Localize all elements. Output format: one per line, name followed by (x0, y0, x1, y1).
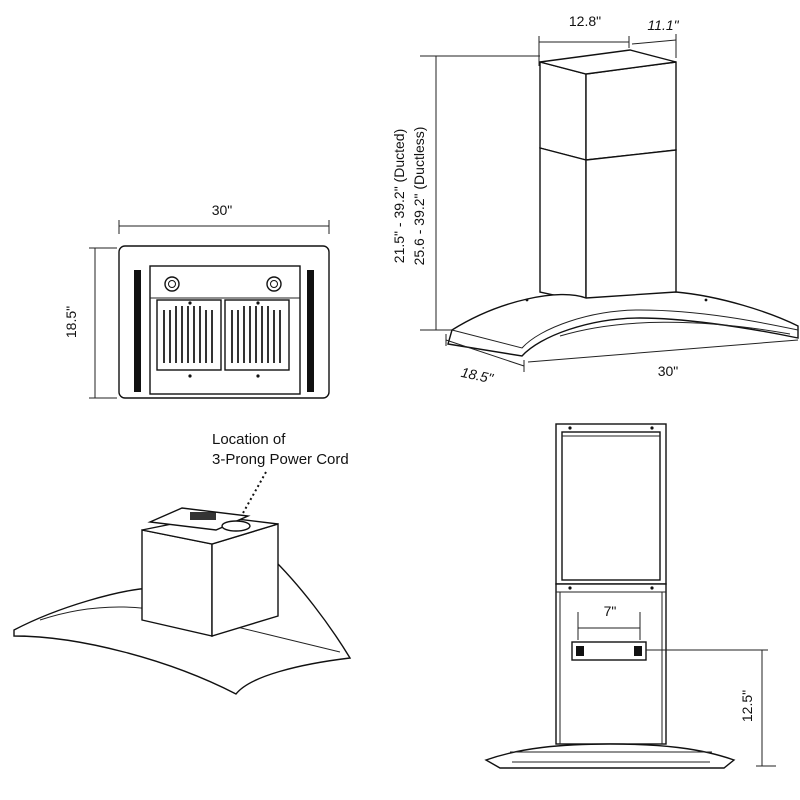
power-cord-leader (237, 471, 267, 523)
power-cord-outlet-icon (221, 520, 251, 532)
power-cord-note-line1: Location of (212, 431, 286, 448)
chimney-depth-label: 11.1" (647, 17, 679, 33)
underside-view: 30" 18.5" (63, 202, 330, 399)
light-right-icon (266, 276, 282, 292)
mounting-bracket (571, 641, 647, 661)
bracket-height-label: 12.5" (739, 690, 755, 722)
height-ducted-label: 21.5" - 39.2" (Ducted) (391, 129, 407, 263)
back-view: 7" 12.5" (484, 423, 776, 769)
underside-depth-label: 18.5" (63, 306, 79, 338)
hood-depth-label: 18.5" (460, 364, 496, 387)
top-perspective-view: Location of 3-Prong Power Cord (13, 431, 352, 695)
side-perspective-view: 12.8" 11.1" 21.5" - 39.2" (Ducted) 25.6 … (391, 13, 799, 387)
height-ductless-label: 25.6 - 39.2" (Ductless) (411, 127, 427, 266)
chimney-width-label: 12.8" (569, 13, 601, 29)
light-left-icon (164, 276, 180, 292)
power-cord-note-line2: 3-Prong Power Cord (212, 451, 349, 468)
underside-width-label: 30" (212, 202, 233, 218)
bracket-width-label: 7" (604, 603, 617, 619)
hood-width-label: 30" (658, 363, 679, 379)
